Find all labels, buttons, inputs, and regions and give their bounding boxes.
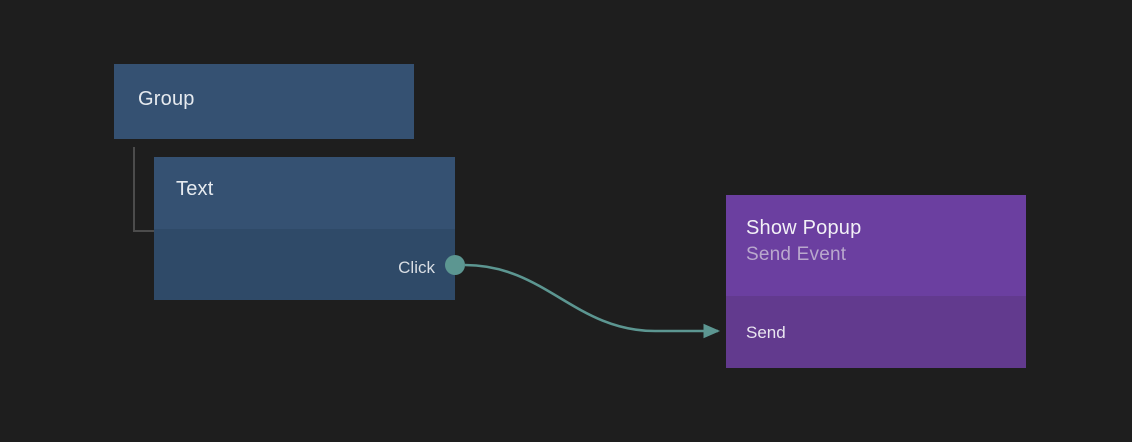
node-text-title: Text [176, 178, 214, 200]
node-show-popup-header[interactable]: Show Popup Send Event [726, 195, 1026, 296]
output-port-click-label: Click [398, 258, 435, 277]
output-port-click[interactable]: Click [398, 259, 435, 276]
node-text-header[interactable]: Text [154, 157, 455, 229]
node-show-popup[interactable]: Show Popup Send Event Send [726, 195, 1026, 368]
node-show-popup-title: Show Popup [746, 217, 862, 239]
input-port-send[interactable]: Send [746, 324, 786, 341]
node-show-popup-body[interactable]: Send [726, 296, 1026, 368]
input-port-send-label: Send [746, 323, 786, 342]
output-port-click-dot[interactable] [445, 255, 465, 275]
node-text-body[interactable]: Click [154, 229, 455, 300]
node-text[interactable]: Text Click [154, 157, 455, 300]
tree-connector-horizontal-line [133, 230, 156, 232]
tree-connector-vertical-line [133, 147, 135, 232]
node-group-header[interactable]: Group [114, 64, 414, 139]
node-group-title: Group [138, 88, 195, 110]
connection-click-to-send[interactable] [464, 263, 721, 339]
tree-connector-group-to-text [133, 147, 159, 232]
node-group[interactable]: Group [114, 64, 414, 139]
node-show-popup-subtitle: Send Event [746, 244, 847, 265]
